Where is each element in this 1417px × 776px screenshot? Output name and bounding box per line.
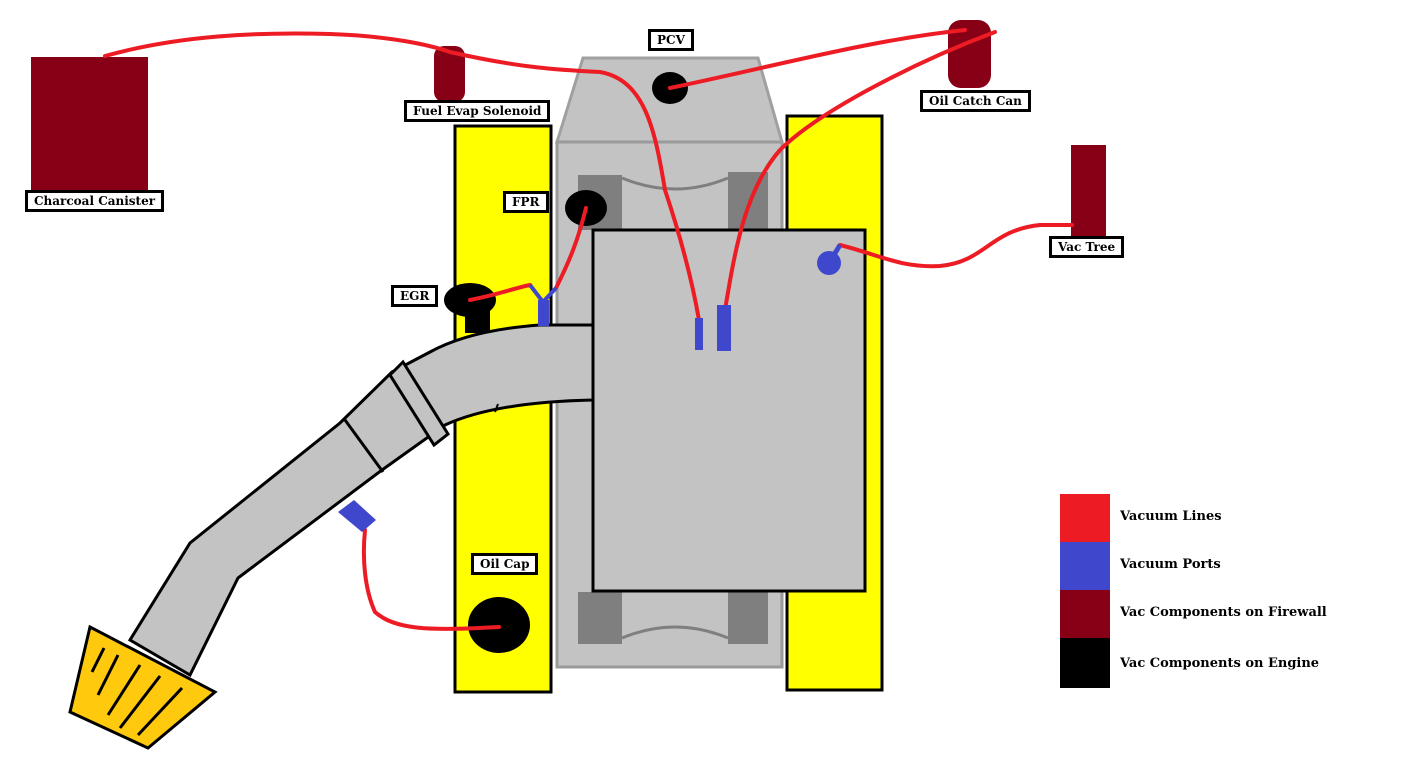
intake-joint-line: [343, 419, 385, 473]
intake-tube-seam: [494, 403, 499, 413]
filter-fin-5: [136, 686, 184, 737]
vacuum-port-plenum-left: [695, 318, 703, 350]
charcoal-canister: [31, 57, 148, 192]
vacuum-port-vactree-stem: [826, 243, 843, 265]
vacuum-line-oilcap: [361, 528, 501, 631]
vacuum-ports: [338, 243, 843, 532]
air-filter-body: [68, 624, 218, 750]
label-charcoal-canister: Charcoal Canister: [25, 190, 165, 212]
filter-fin-3: [106, 664, 142, 716]
lower-right-runner: [728, 592, 768, 644]
oil-cap: [468, 597, 530, 653]
fuel-evap-solenoid: [434, 46, 465, 102]
legend-label: Vac Components on Firewall: [1120, 605, 1327, 620]
legend-item-vacuum-lines: Vacuum Lines: [1060, 494, 1360, 542]
lower-runner-curve: [621, 625, 729, 640]
air-filter: [68, 624, 218, 750]
label-oil-cap: Oil Cap: [471, 553, 539, 575]
vacuum-line-pcv-catchcan: [668, 28, 967, 90]
label-fuel-evap-solenoid: Fuel Evap Solenoid: [404, 100, 551, 122]
legend-item-engine-components: Vac Components on Engine: [1060, 638, 1360, 688]
legend-swatch: [1060, 590, 1110, 638]
vacuum-port-y-stem: [538, 300, 549, 326]
legend-label: Vacuum Ports: [1120, 557, 1221, 572]
upper-right-runner: [728, 172, 768, 230]
legend-item-firewall-components: Vac Components on Firewall: [1060, 590, 1360, 638]
vac-tree: [1071, 145, 1106, 237]
vacuum-port-plenum-right: [717, 305, 731, 351]
vacuum-line-fpr: [554, 206, 588, 290]
vacuum-line-egr: [468, 283, 532, 302]
label-vac-tree: Vac Tree: [1049, 236, 1125, 258]
legend-label: Vacuum Lines: [1120, 509, 1222, 524]
filter-fin-4: [118, 675, 162, 729]
vacuum-port-intake: [338, 500, 376, 532]
lower-left-runner: [578, 592, 622, 644]
legend-swatch: [1060, 542, 1110, 590]
egr-stem: [465, 305, 490, 333]
legend-label: Vac Components on Engine: [1120, 656, 1320, 671]
vacuum-line-canister-solenoid-plenum: [103, 31, 701, 322]
legend-swatch: [1060, 494, 1110, 542]
vacuum-line-vactree: [838, 223, 1074, 269]
vacuum-line-catchcan-plenum: [723, 30, 997, 312]
label-pcv: PCV: [648, 29, 694, 51]
filter-fin-2: [96, 654, 120, 696]
vacuum-lines: [103, 28, 1074, 631]
legend-item-vacuum-ports: Vacuum Ports: [1060, 542, 1360, 590]
label-fpr: FPR: [503, 191, 549, 213]
label-oil-catch-can: Oil Catch Can: [920, 90, 1031, 112]
legend-swatch: [1060, 638, 1110, 688]
intake-coupler: [388, 359, 450, 448]
label-egr: EGR: [391, 285, 439, 307]
upper-runner-curve: [621, 176, 729, 191]
filter-fin-1: [90, 647, 106, 673]
